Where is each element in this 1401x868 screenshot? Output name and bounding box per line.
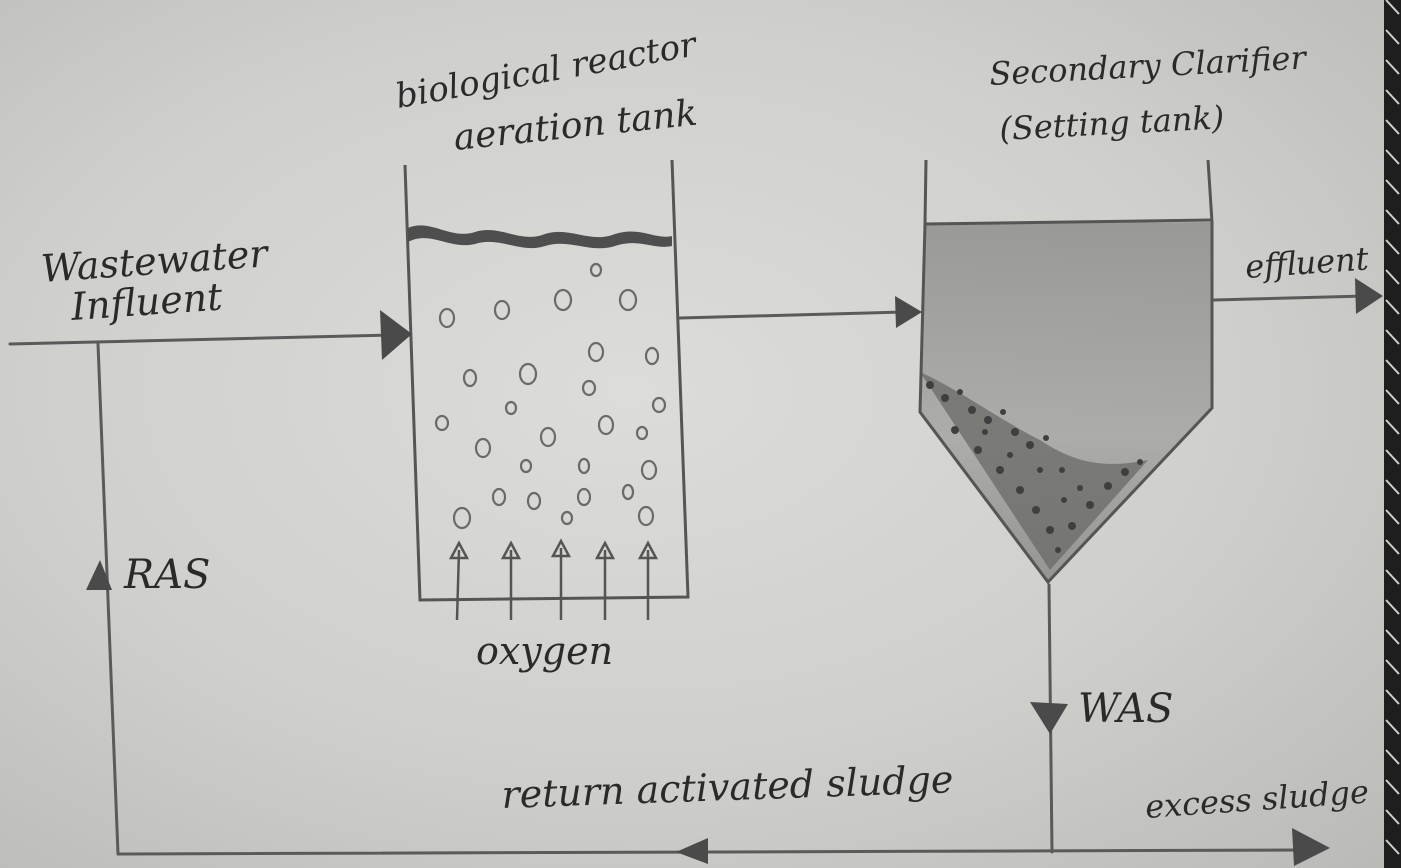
was-label: WAS bbox=[1078, 686, 1173, 732]
aeration-tank-walls bbox=[405, 160, 688, 600]
secondary-clarifier bbox=[920, 160, 1212, 582]
return-sludge-arrow bbox=[676, 838, 708, 864]
clarifier-label-line2: (Setting tank) bbox=[998, 98, 1225, 148]
influent-arrow bbox=[380, 310, 412, 360]
effluent-arrow bbox=[1355, 278, 1383, 314]
effluent-line bbox=[1214, 296, 1365, 300]
excess-sludge-arrow bbox=[1292, 828, 1330, 866]
clarifier-label-line1: Secondary Clarifier bbox=[988, 38, 1308, 93]
bottom-sludge-line bbox=[118, 850, 1300, 854]
reactor-to-clarifier-arrow bbox=[895, 296, 922, 328]
aeration-tank bbox=[405, 160, 688, 620]
oxygen-label: oxygen bbox=[476, 629, 613, 673]
reactor-to-clarifier-line bbox=[680, 312, 905, 318]
foam-layer bbox=[408, 225, 672, 248]
air-bubbles bbox=[436, 264, 665, 528]
excess-sludge-label: excess sludge bbox=[1144, 772, 1370, 826]
influent-line bbox=[10, 335, 395, 344]
oxygen-arrows bbox=[451, 541, 656, 620]
influent-label-line2: Influent bbox=[69, 274, 225, 329]
effluent-label: effluent bbox=[1244, 239, 1370, 286]
return-sludge-label: return activated sludge bbox=[501, 757, 954, 817]
ras-label: RAS bbox=[123, 552, 210, 598]
ras-line bbox=[98, 344, 118, 854]
was-arrow bbox=[1030, 702, 1068, 734]
reactor-label-line2: aeration tank bbox=[452, 93, 700, 159]
